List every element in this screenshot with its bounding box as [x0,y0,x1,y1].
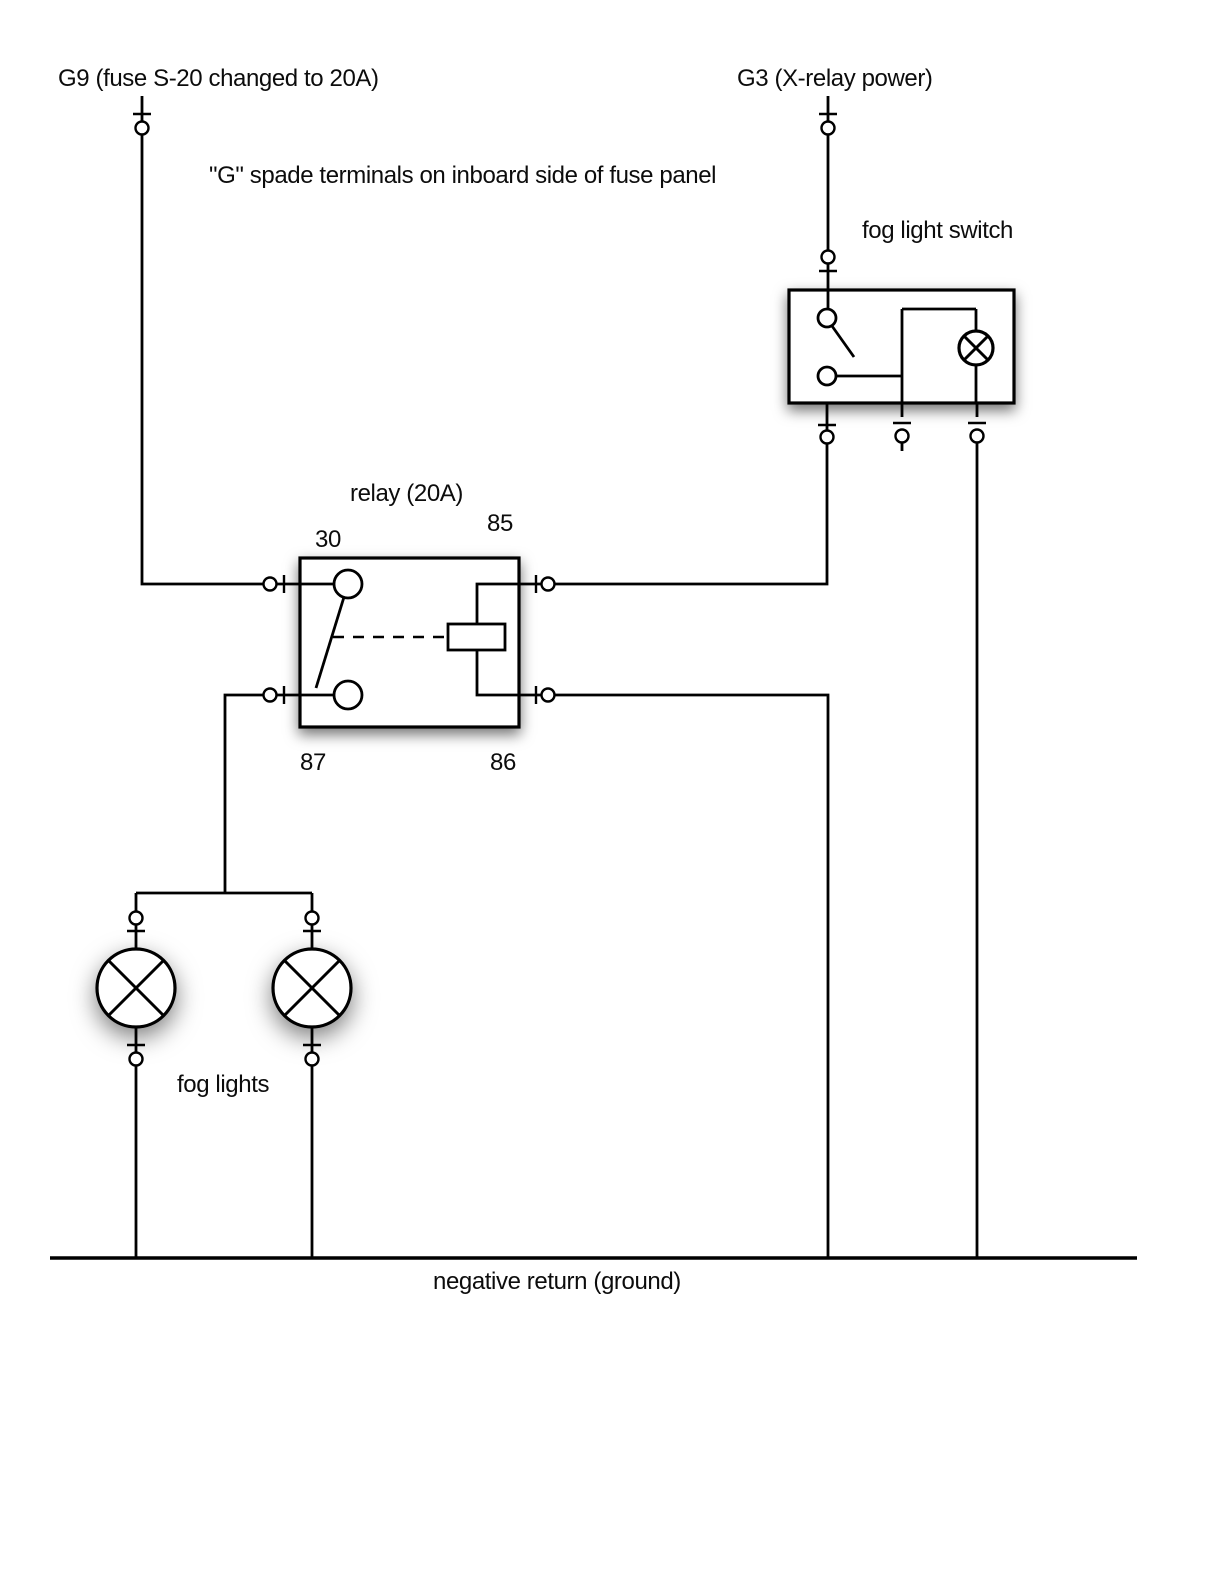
relay-internals [300,568,519,711]
lamp-cross-icon [962,334,990,362]
wire-relay-87-feed [223,693,264,893]
relay-contact-87 [332,679,364,711]
relay-armature [314,596,346,689]
fog-light-switch-label: fog light switch [862,217,1013,244]
relay-87-connector-circle [262,687,278,703]
lamp-cross-icon [107,959,165,1017]
switch-bottom-contact [816,365,838,387]
relay-contact-30 [332,568,364,600]
relay-pin86-label: 86 [490,749,516,776]
relay-coil [446,622,507,652]
fog-lamp-left [95,947,177,1029]
wire-switch-to-relay-85 [554,443,829,586]
g3-connector-circle [820,120,836,136]
switch-input-connector-circle [820,249,836,265]
fog-right-upper-connector-circle [304,910,320,926]
fog-lights-label: fog lights [177,1071,269,1098]
g3-source-label: G3 (X-relay power) [737,65,933,92]
relay-85-connector-circle [540,576,556,592]
relay-86-connector [519,686,830,1258]
ground-label: negative return (ground) [433,1268,681,1295]
relay-label: relay (20A) [350,480,463,507]
fog-lamp-left-column [127,893,145,1258]
fog-light-switch-internals [816,290,995,402]
switch-lever [830,325,856,358]
spade-terminals-note: "G" spade terminals on inboard side of f… [209,162,716,189]
fog-left-lower-connector-circle [128,1051,144,1067]
relay-coil-wire-to-85 [475,582,519,624]
g9-branch [133,96,300,593]
g9-connector-circle [134,120,150,136]
fog-left-upper-connector-circle [128,910,144,926]
relay-pin30-label: 30 [315,526,341,553]
g3-branch [819,96,837,290]
switch-left-connector-circle [819,429,835,445]
relay-85-connector [519,575,556,593]
fog-lamp-right [271,947,353,1029]
wire-g9-to-relay-30 [140,134,264,586]
relay-30-connector-circle [262,576,278,592]
relay-pin85-label: 85 [487,510,513,537]
switch-terminal-left [554,402,836,586]
relay-86-connector-circle [540,687,556,703]
lamp-cross-icon [283,959,341,1017]
switch-middle-connector-circle [894,428,910,444]
fog-lamp-right-column [303,893,321,1258]
switch-terminal-middle [893,402,911,451]
fog-right-lower-connector-circle [304,1051,320,1067]
switch-right-connector-circle [969,428,985,444]
g9-source-label: G9 (fuse S-20 changed to 20A) [58,65,379,92]
relay-87-branch [136,686,312,895]
relay-coil-wire-to-86 [475,650,519,697]
switch-terminal-right [968,402,986,1258]
wire-relay-86-to-ground [554,693,830,1258]
switch-top-contact [816,307,838,329]
relay-pin87-label: 87 [300,749,326,776]
